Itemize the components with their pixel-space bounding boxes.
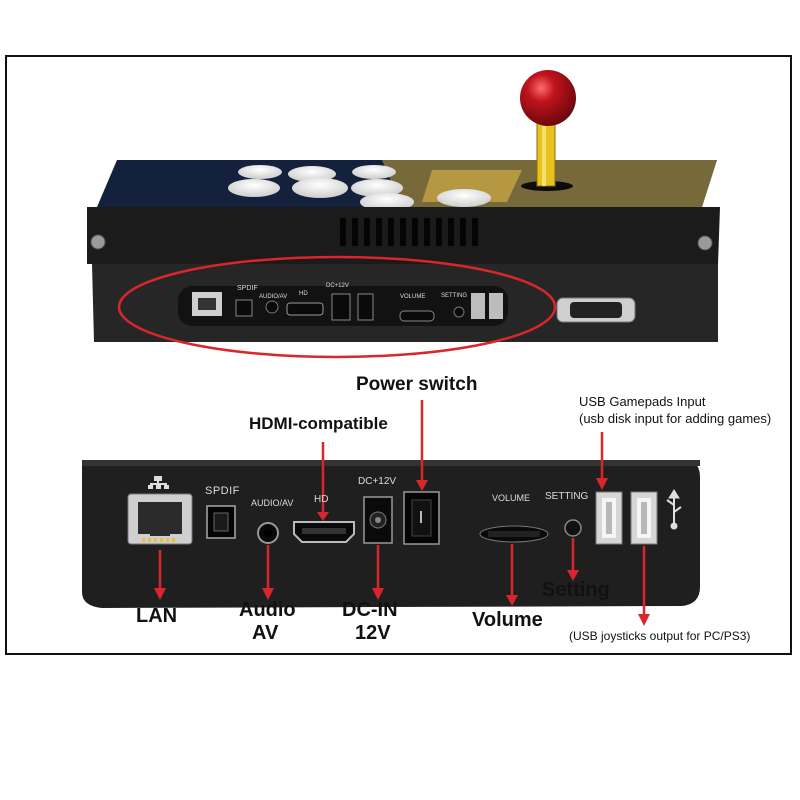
top-label-setting: SETTING: [441, 293, 468, 299]
vent-grille: [340, 218, 478, 246]
network-icon: [148, 476, 169, 489]
joystick: [520, 70, 576, 191]
setting-button: [564, 519, 582, 537]
callout-setting: Setting: [542, 579, 610, 601]
bottom-port-panel: [82, 400, 700, 626]
callout-usb-joysticks: (USB joysticks output for PC/PS3): [569, 629, 751, 643]
callout-lan: LAN: [136, 605, 178, 627]
top-label-hd: HD: [299, 291, 308, 297]
callout-dcin-1: DC-IN: [342, 599, 398, 621]
callout-lines: [154, 400, 650, 626]
top-label-dc: DC+12V: [326, 283, 349, 289]
joystick-ball: [520, 70, 576, 126]
callout-audio-2: AV: [252, 622, 279, 644]
lan-port: [127, 493, 193, 545]
callout-audio-1: Audio: [239, 599, 296, 621]
callout-usb-gamepads-2: (usb disk input for adding games): [579, 411, 772, 426]
usb-icon: [666, 489, 682, 530]
label-audio-av: AUDIO/AV: [251, 498, 294, 508]
top-label-spdif: SPDIF: [237, 285, 258, 292]
top-label-volume: VOLUME: [400, 294, 426, 300]
top-label-audio-av: AUDIO/AV: [259, 294, 288, 300]
arcade-buttons: [228, 165, 491, 211]
callout-usb-gamepads-1: USB Gamepads Input: [579, 394, 706, 409]
image-frame: SPDIF AUDIO/AV HD DC+12V VOLUME SETTING …: [5, 55, 792, 655]
callout-dcin-2: 12V: [355, 622, 391, 644]
label-spdif: SPDIF: [205, 485, 240, 497]
highlight-ellipse: [117, 255, 557, 359]
label-setting: SETTING: [545, 491, 589, 502]
callout-power-switch: Power switch: [356, 374, 478, 395]
spdif-port: [206, 505, 236, 539]
label-volume: VOLUME: [492, 493, 531, 503]
callout-hdmi: HDMI-compatible: [249, 414, 388, 433]
top-console-photo: [87, 70, 720, 359]
label-hd: HD: [314, 494, 329, 505]
callout-volume: Volume: [472, 609, 543, 631]
label-dc: DC+12V: [358, 476, 397, 487]
console-illustration: [82, 70, 720, 626]
